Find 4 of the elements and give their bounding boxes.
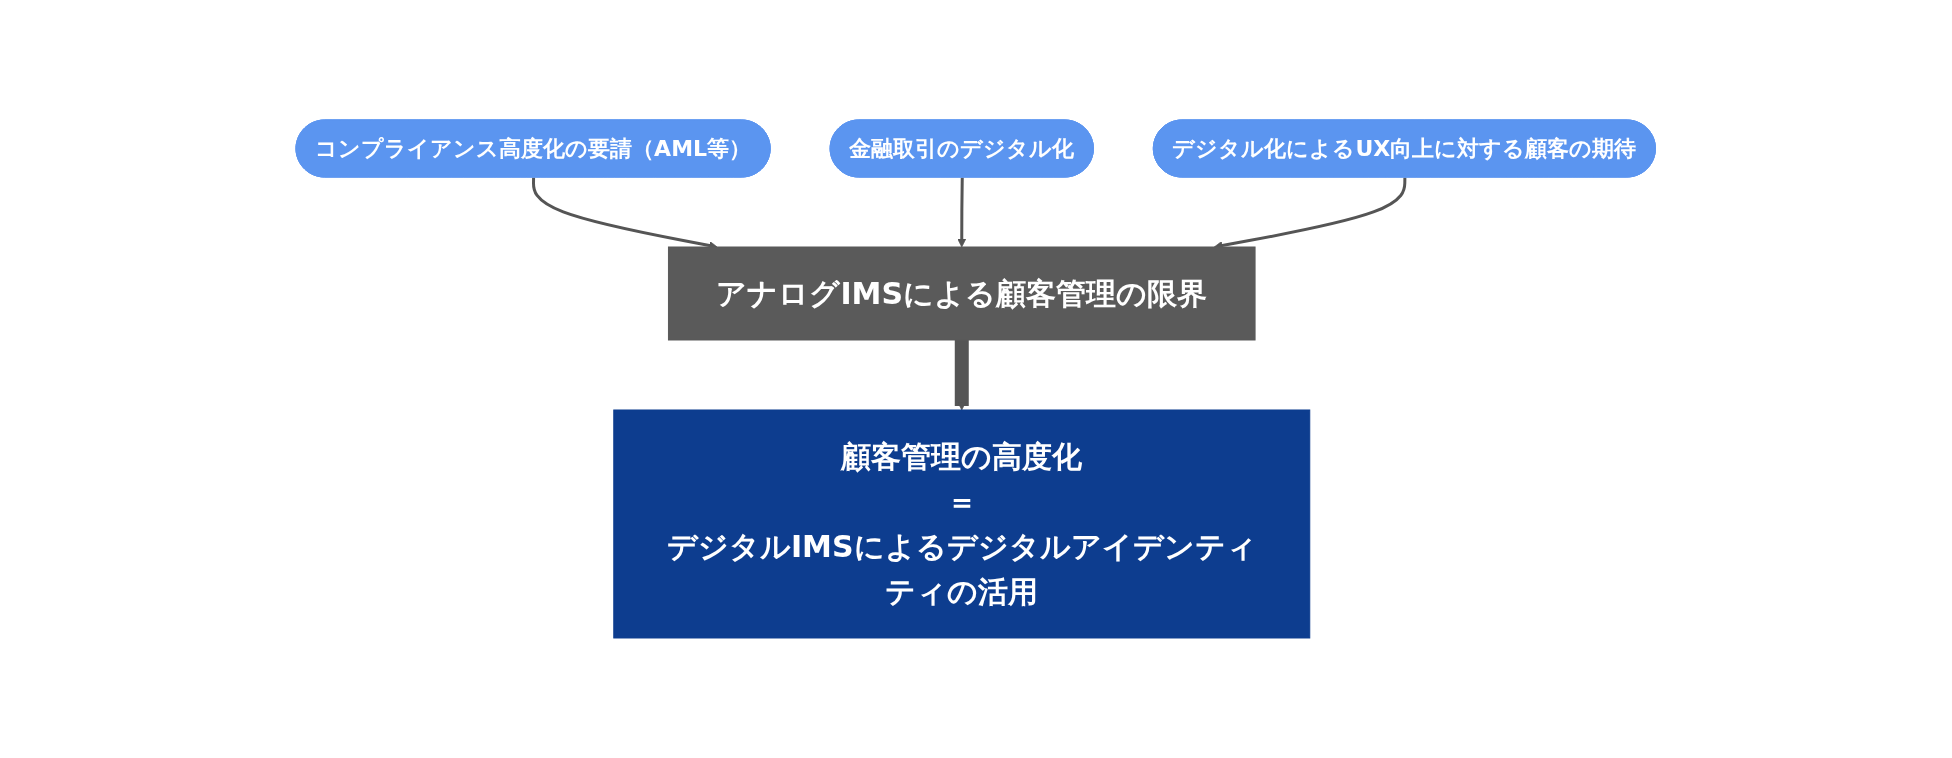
arrow [955,338,970,411]
node-box: アナログIMSによる顧客管理の限界 [668,246,1256,341]
node-box: 顧客管理の高度化 ＝ デジタルIMSによるデジタルアイデンティティの活用 [613,409,1311,639]
arrow [957,177,967,248]
